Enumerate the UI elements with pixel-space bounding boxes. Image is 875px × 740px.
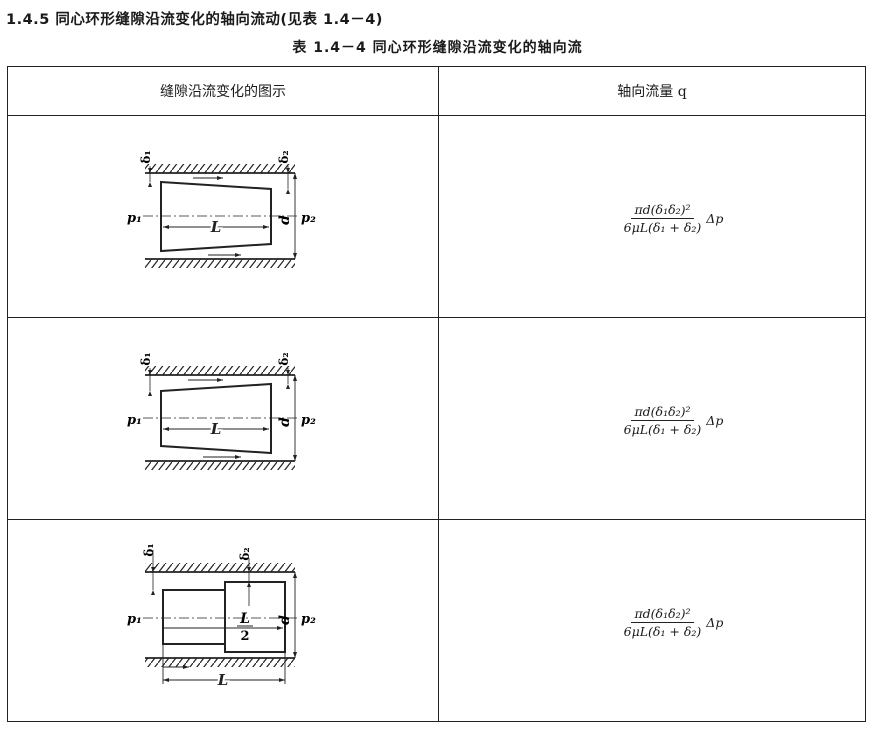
formula-delta-p: Δp xyxy=(706,210,724,226)
table-caption: 表 1.4－4 同心环形缝隙沿流变化的轴向流 xyxy=(292,40,583,56)
formula-numerator: πd(δ₁δ₂)² xyxy=(631,606,694,623)
delta2-label: δ₂ xyxy=(238,547,252,560)
bottom-wall-hatch xyxy=(145,258,295,268)
header-diagram: 缝隙沿流变化的图示 xyxy=(7,65,439,117)
bottom-wall-hatch xyxy=(145,460,295,470)
formula-numerator: πd(δ₁δ₂)² xyxy=(631,202,694,219)
diagram-cell: δ₁ δ₂ p₁ p₂ L d xyxy=(7,317,439,521)
length-label: L xyxy=(210,420,222,438)
delta2-label: δ₂ xyxy=(277,150,291,163)
delta1-label: δ₁ xyxy=(142,543,156,556)
delta1-label: δ₁ xyxy=(139,352,153,365)
formula-delta-p: Δp xyxy=(706,412,724,428)
p2-label: p₂ xyxy=(301,211,316,226)
flow-table: 缝隙沿流变化的图示 轴向流量 q xyxy=(7,65,866,722)
diagram-cell: δ₁ δ₂ p₁ p₂ L d xyxy=(7,115,439,319)
half-length-denominator: 2 xyxy=(240,629,249,644)
length-label: L xyxy=(217,671,229,689)
section-heading: 1.4.5 同心环形缝隙沿流变化的轴向流动(见表 1.4－4) xyxy=(6,12,383,28)
length-label: L xyxy=(210,218,222,236)
gap-diagram-3: δ₁ δ₂ p₁ p₂ L 2 L d xyxy=(127,543,316,691)
diagram-cell: δ₁ δ₂ p₁ p₂ L 2 L d xyxy=(7,519,439,722)
p1-label: p₁ xyxy=(127,413,142,428)
formula-denominator: 6μL(δ₁ + δ₂) xyxy=(623,219,702,235)
p2-label: p₂ xyxy=(301,612,316,627)
formula-delta-p: Δp xyxy=(706,614,724,630)
tapered-body xyxy=(160,382,272,454)
header-flow: 轴向流量 q xyxy=(438,65,866,117)
formula-denominator: 6μL(δ₁ + δ₂) xyxy=(623,623,702,639)
p1-label: p₁ xyxy=(127,211,142,226)
half-length-label: L xyxy=(239,611,250,627)
p2-label: p₂ xyxy=(301,413,316,428)
formula-denominator: 6μL(δ₁ + δ₂) xyxy=(623,421,702,437)
table-header-row: 缝隙沿流变化的图示 轴向流量 q xyxy=(7,65,866,117)
tapered-body xyxy=(160,180,272,252)
gap-diagram-2: δ₁ δ₂ p₁ p₂ L d xyxy=(127,352,316,470)
bottom-wall-hatch xyxy=(145,657,295,667)
diameter-label: d xyxy=(277,614,293,624)
top-wall-hatch xyxy=(145,163,295,173)
top-wall-hatch xyxy=(145,562,295,572)
large-step-body xyxy=(224,580,286,653)
p1-label: p₁ xyxy=(127,612,142,627)
small-step-body xyxy=(162,588,226,645)
delta1-label: δ₁ xyxy=(139,150,153,163)
gap-diagram-1: δ₁ δ₂ p₁ p₂ L d xyxy=(127,150,316,268)
formula-numerator: πd(δ₁δ₂)² xyxy=(631,404,694,421)
delta2-label: δ₂ xyxy=(277,352,291,365)
diameter-label: d xyxy=(277,215,293,225)
diameter-label: d xyxy=(277,416,293,426)
top-wall-hatch xyxy=(145,365,295,375)
